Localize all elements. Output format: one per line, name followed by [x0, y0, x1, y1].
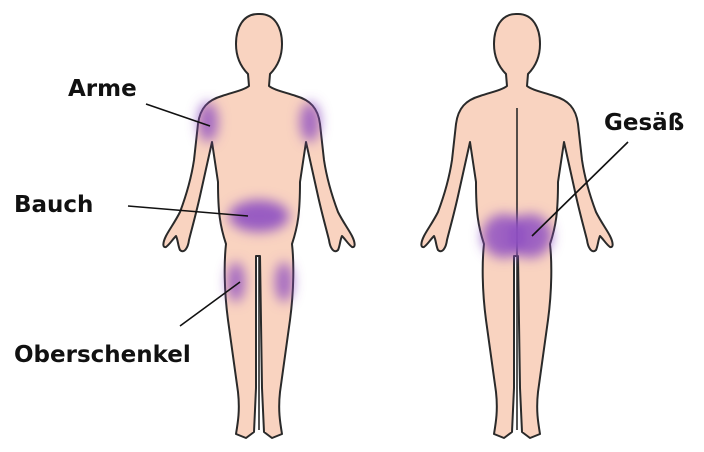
zone-right-thigh	[275, 262, 293, 302]
zone-right-arm	[300, 102, 320, 142]
zone-left-arm	[198, 102, 218, 142]
back-figure	[421, 14, 612, 438]
label-arms: Arme	[68, 76, 137, 102]
label-buttocks: Gesäß	[604, 110, 684, 136]
back-injection-zones	[482, 214, 552, 258]
zone-left-thigh	[227, 262, 245, 302]
label-belly: Bauch	[14, 192, 93, 218]
zone-belly	[229, 200, 289, 232]
label-thighs: Oberschenkel	[14, 342, 191, 368]
zone-right-buttock	[508, 214, 552, 258]
front-figure	[163, 14, 354, 438]
